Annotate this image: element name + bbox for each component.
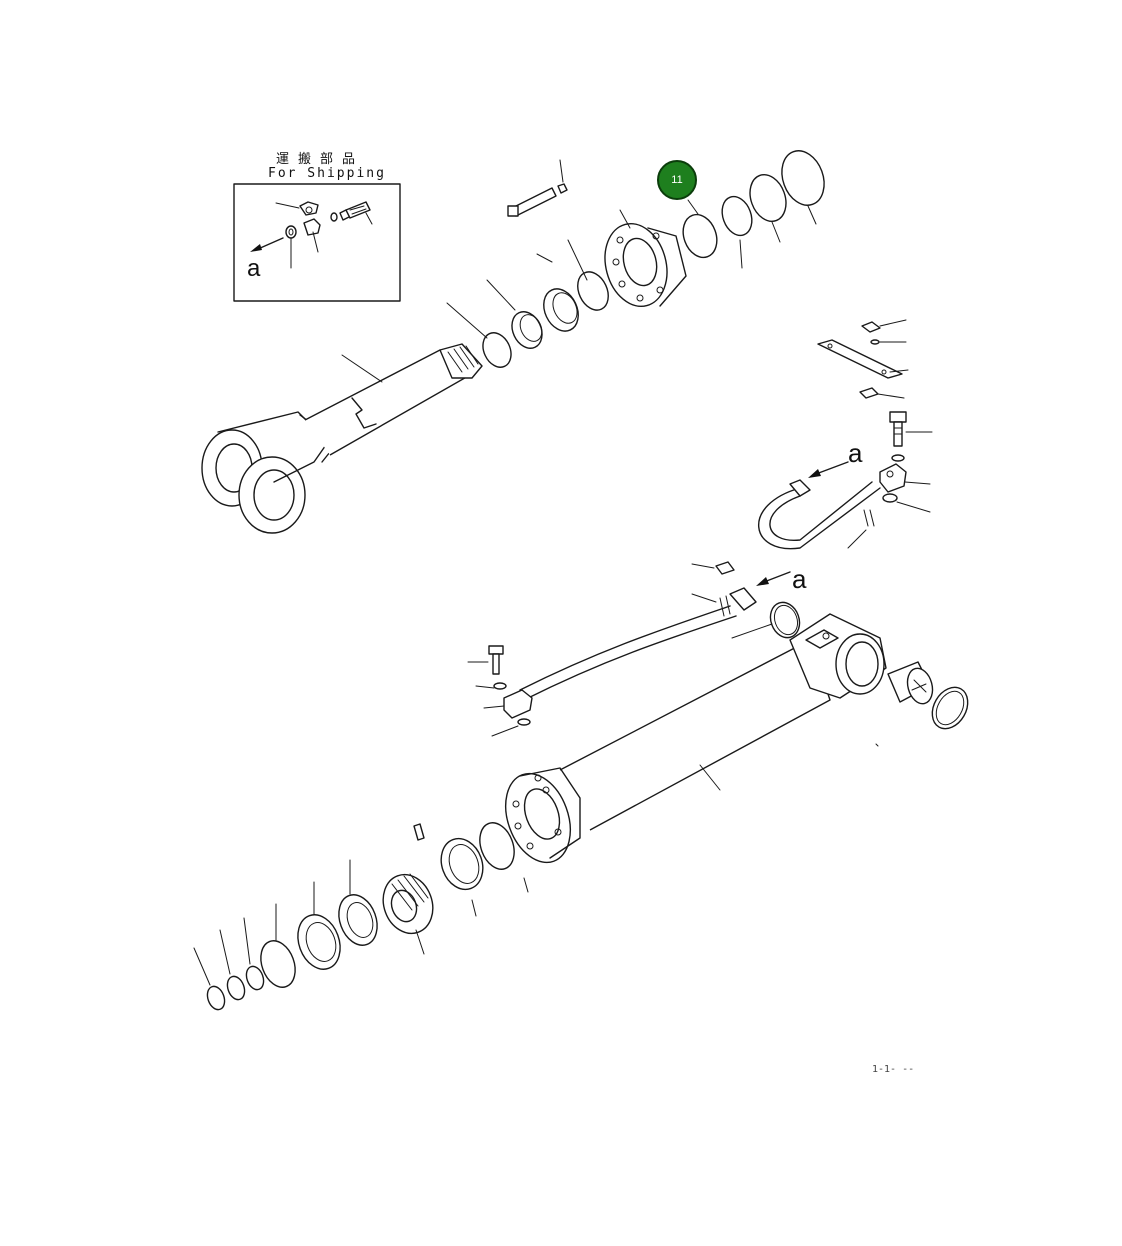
cylinder-tube: [505, 613, 969, 864]
shipping-ref-letter: a: [247, 255, 261, 282]
shipping-title-cn: 運搬部品: [276, 152, 365, 167]
hydraulic-tube: [467, 561, 801, 737]
lower-seal-stack: [193, 822, 529, 1011]
hose-clamp-group: [758, 319, 933, 550]
part-callout-11[interactable]: 11: [657, 160, 697, 200]
hose-ref-letter-bottom: a: [792, 564, 807, 594]
shipping-parts-inset: [233, 160, 401, 302]
figure-id: 1-1- --: [872, 1064, 915, 1075]
hose-ref-letter-top: a: [848, 438, 863, 468]
piston-rod: [201, 239, 609, 534]
cylinder-head: [507, 150, 825, 308]
shipping-title-en: For Shipping: [268, 166, 386, 181]
